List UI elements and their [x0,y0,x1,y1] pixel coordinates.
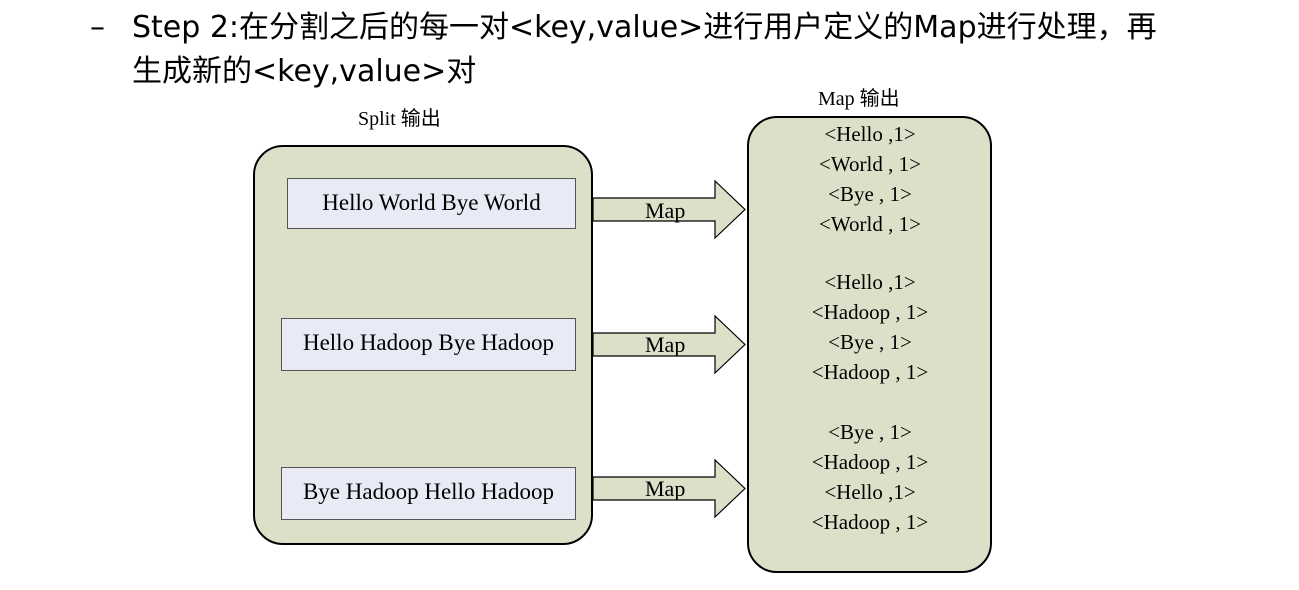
map-output-panel [747,116,992,573]
split-record-1: Hello World Bye World [287,178,576,229]
map-pair: <Hadoop , 1> [811,450,929,474]
map-output-title: Map 输出 [818,88,900,110]
map-arrow-3 [592,458,746,519]
bullet-dash: – [90,10,105,45]
map-pair: <Hadoop , 1> [811,300,929,324]
split-record-2: Hello Hadoop Bye Hadoop [281,318,576,371]
map-arrow-label-3: Map [645,476,686,501]
map-pair: <World , 1> [819,212,921,236]
map-output-group-1: <Hello ,1> <World , 1> <Bye , 1> <World … [750,119,990,239]
map-pair: <Hadoop , 1> [811,510,929,534]
map-arrow-1 [592,179,746,240]
map-pair: <World , 1> [819,152,921,176]
map-pair: <Bye , 1> [828,420,912,444]
map-pair: <Bye , 1> [828,182,912,206]
map-arrow-2 [592,314,746,375]
map-output-group-3: <Bye , 1> <Hadoop , 1> <Hello ,1> <Hadoo… [750,417,990,537]
map-pair: <Hello ,1> [824,480,916,504]
map-pair: <Hello ,1> [824,270,916,294]
split-record-3: Bye Hadoop Hello Hadoop [281,467,576,520]
bullet-text-line-1: Step 2:在分割之后的每一对<key,value>进行用户定义的Map进行处… [132,10,1157,45]
map-pair: <Bye , 1> [828,330,912,354]
bullet-text: Step 2:在分割之后的每一对<key,value>进行用户定义的Map进行处… [132,6,1292,94]
bullet-text-line-2: 生成新的<key,value>对 [132,54,477,89]
map-arrow-label-2: Map [645,332,686,357]
map-pair: <Hello ,1> [824,122,916,146]
split-output-title: Split 输出 [358,108,441,130]
map-pair: <Hadoop , 1> [811,360,929,384]
map-arrow-label-1: Map [645,198,686,223]
map-output-group-2: <Hello ,1> <Hadoop , 1> <Bye , 1> <Hadoo… [750,267,990,387]
